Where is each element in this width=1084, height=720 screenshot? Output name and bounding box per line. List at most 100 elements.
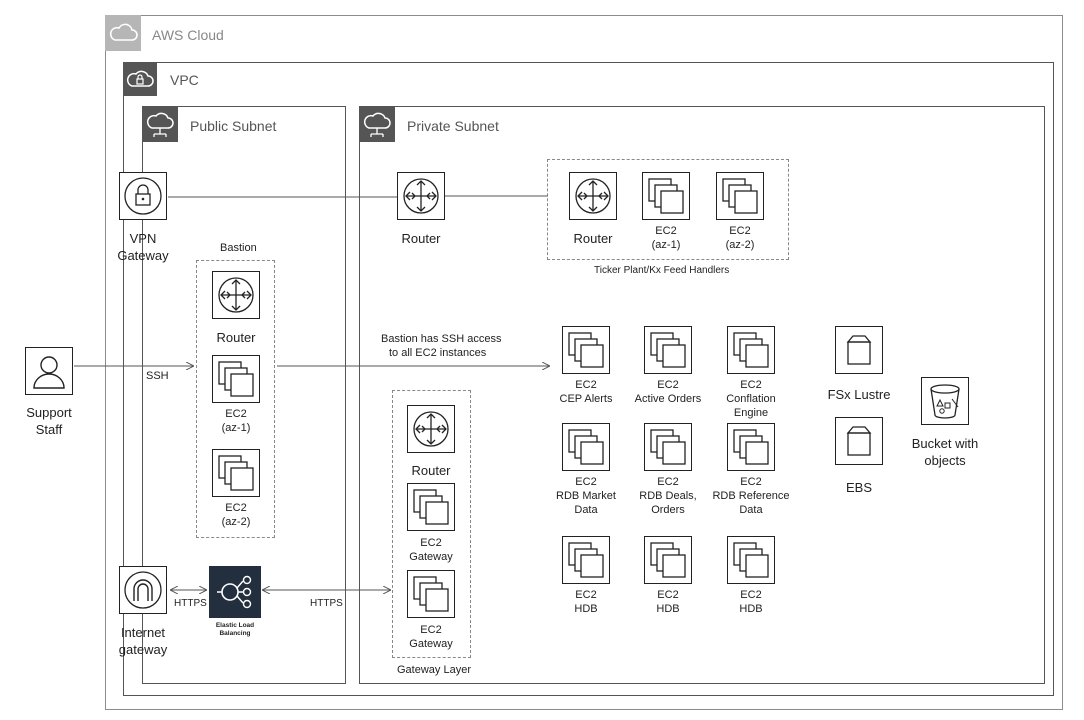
user-icon [25, 347, 73, 395]
bastion-note-line-2: to all EC2 instances [389, 347, 487, 359]
gateway-ec2-2-label: EC2 Gateway [409, 623, 452, 651]
conflation-label: EC2 Conflation Engine [726, 378, 776, 420]
ticker-ec2-az2-label: EC2 (az-2) [726, 224, 755, 252]
rdb-deals-line-3: Orders [651, 504, 685, 516]
hdb-2-line-2: HDB [656, 603, 680, 615]
fsx-lustre-label: FSx Lustre [827, 387, 891, 402]
hdb-3-line-1: EC2 [740, 589, 762, 601]
rdb-deals-line-1: EC2 [657, 476, 679, 488]
ticker-ec2-az2-line-1: EC2 [729, 225, 751, 237]
gateway-router-icon [407, 405, 455, 453]
conflation-ec2-icon [727, 326, 775, 374]
gateway-ec2-1-icon [407, 483, 455, 531]
active-orders-label: EC2 Active Orders [635, 378, 702, 406]
aws-cloud-group [105, 15, 1063, 710]
hdb-3-label: EC2 HDB [739, 588, 762, 616]
gateway-ec2-2-icon [407, 570, 455, 618]
bastion-ec2-az2-label: EC2 (az-2) [222, 501, 251, 529]
hdb-2-line-1: EC2 [657, 589, 679, 601]
bastion-note-line-1: Bastion has SSH access [381, 333, 502, 345]
bastion-ec2-az1-line-2: (az-1) [221, 422, 251, 434]
rdb-deals-label: EC2 RDB Deals, Orders [639, 475, 696, 517]
internet-gateway-label: Internet gateway [119, 624, 167, 658]
active-orders-line-1: EC2 [657, 379, 679, 391]
router-icon [397, 172, 445, 220]
rdb-market-line-2: RDB Market [556, 490, 616, 502]
load-balancer-icon [209, 566, 261, 618]
rdb-reference-label: EC2 RDB Reference Data [712, 475, 789, 517]
active-orders-ec2-icon [644, 326, 692, 374]
ticker-plant-label: Ticker Plant/Kx Feed Handlers [594, 265, 730, 276]
hdb-1-label: EC2 HDB [574, 588, 597, 616]
hdb-1-line-2: HDB [574, 603, 598, 615]
vpn-gateway-icon [119, 172, 167, 220]
public-subnet-label: Public Subnet [190, 118, 277, 134]
gateway-ec2-2-line-2: Gateway [409, 638, 453, 650]
bastion-ec2-az1-label: EC2 (az-1) [222, 407, 251, 435]
gateway-layer-group [392, 390, 471, 658]
aws-cloud-label: AWS Cloud [152, 27, 224, 43]
ticker-router-label: Router [573, 231, 613, 246]
internet-gateway-icon [119, 566, 167, 614]
conflation-line-1: EC2 [740, 379, 762, 391]
public-subnet-icon [142, 106, 178, 142]
https-label-2: HTTPS [310, 598, 343, 609]
gateway-ec2-1-line-2: Gateway [409, 551, 453, 563]
ticker-ec2-az2-icon [716, 172, 764, 220]
vpc-group [123, 62, 1054, 696]
bastion-access-note: Bastion has SSH access to all EC2 instan… [381, 332, 501, 360]
gateway-layer-label: Gateway Layer [397, 664, 471, 676]
ticker-ec2-az1-line-1: EC2 [655, 225, 677, 237]
public-subnet-group [142, 106, 346, 684]
hdb-3-ec2-icon [727, 536, 775, 584]
rdb-reference-line-2: RDB Reference [712, 490, 790, 502]
conflation-line-2: Conflation [726, 393, 776, 405]
vpc-label: VPC [170, 72, 199, 88]
ticker-ec2-az1-line-2: (az-1) [651, 239, 681, 251]
router-main-label: Router [401, 231, 441, 246]
private-subnet-label: Private Subnet [407, 118, 499, 134]
internet-gateway-line-2: gateway [118, 642, 168, 657]
conflation-line-3: Engine [733, 407, 769, 419]
rdb-reference-line-1: EC2 [740, 476, 762, 488]
cep-alerts-label: EC2 CEP Alerts [560, 378, 613, 406]
hdb-2-label: EC2 HDB [656, 588, 679, 616]
hdb-1-ec2-icon [562, 536, 610, 584]
rdb-market-line-1: EC2 [575, 476, 597, 488]
rdb-market-line-3: Data [574, 504, 598, 516]
bastion-group [196, 260, 275, 538]
vpn-gateway-line-2: Gateway [117, 248, 169, 263]
rdb-market-ec2-icon [562, 423, 610, 471]
cep-alerts-line-1: EC2 [575, 379, 597, 391]
ticker-plant-group [547, 159, 789, 260]
vpn-gateway-label: VPN Gateway [117, 230, 168, 264]
ticker-ec2-az2-line-2: (az-2) [725, 239, 755, 251]
https-label-1: HTTPS [174, 598, 207, 609]
ebs-label: EBS [845, 480, 873, 495]
internet-gateway-line-1: Internet [120, 625, 166, 640]
bastion-ec2-az2-icon [212, 449, 260, 497]
bucket-icon [921, 377, 969, 425]
bastion-router-label: Router [216, 330, 256, 345]
ebs-volume-icon [835, 417, 883, 465]
bucket-label: Bucket with objects [912, 435, 978, 469]
bucket-line-1: Bucket with [911, 436, 979, 451]
gateway-router-label: Router [411, 463, 451, 478]
private-subnet-icon [359, 106, 395, 142]
gateway-ec2-1-line-1: EC2 [420, 537, 442, 549]
cep-alerts-ec2-icon [562, 326, 610, 374]
ticker-ec2-az1-label: EC2 (az-1) [652, 224, 681, 252]
hdb-3-line-2: HDB [739, 603, 763, 615]
support-staff-line-2: Staff [35, 422, 63, 437]
ticker-ec2-az1-icon [642, 172, 690, 220]
cloud-icon [105, 15, 141, 51]
gateway-ec2-2-line-1: EC2 [420, 624, 442, 636]
elb-line-1: Elastic Load [215, 622, 255, 629]
bastion-ec2-az1-line-1: EC2 [225, 408, 247, 420]
rdb-deals-ec2-icon [644, 423, 692, 471]
elb-line-2: Balancing [219, 630, 251, 637]
active-orders-line-2: Active Orders [634, 393, 702, 405]
bastion-label: Bastion [220, 242, 257, 254]
vpn-gateway-line-1: VPN [129, 231, 157, 246]
